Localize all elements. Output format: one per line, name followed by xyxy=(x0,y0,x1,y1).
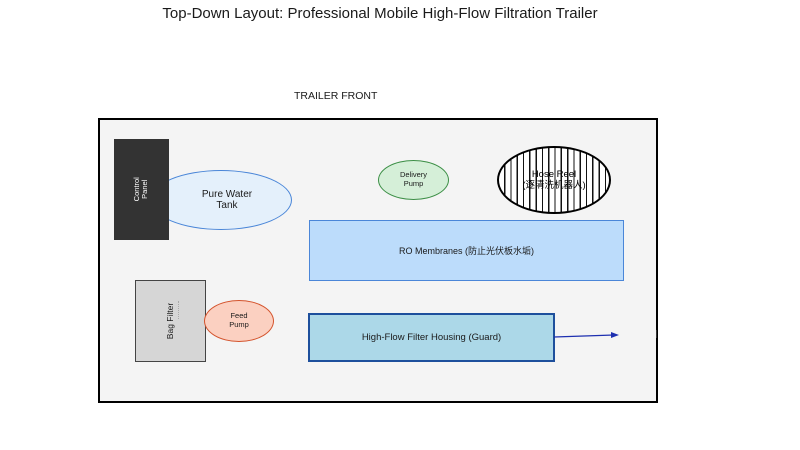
pure-water-tank-label: Pure Water Tank xyxy=(201,189,253,211)
control-panel: Control Panel xyxy=(114,139,169,240)
high-flow-filter-housing: High-Flow Filter Housing (Guard) xyxy=(308,313,555,362)
feed-pump-label: Feed Pump xyxy=(229,311,249,329)
outflow-arrow xyxy=(553,332,619,338)
bag-filter-marker xyxy=(178,301,180,319)
ro-membranes: RO Membranes (防止光伏板水垢) xyxy=(309,220,624,281)
ro-membranes-label: RO Membranes (防止光伏板水垢) xyxy=(398,246,534,256)
trailer-front-label: TRAILER FRONT xyxy=(294,90,378,102)
delivery-pump: Delivery Pump xyxy=(378,160,449,200)
delivery-pump-label: Delivery Pump xyxy=(399,170,428,188)
control-panel-label: Control Panel xyxy=(132,177,150,202)
pure-water-tank: Pure Water Tank xyxy=(150,170,292,230)
outflow-arrow-head xyxy=(611,332,619,338)
hose-reel: Hose Reel (逐清洗机器人) xyxy=(497,146,611,214)
bag-filter-label: Bag Filter xyxy=(165,302,176,340)
feed-pump: Feed Pump xyxy=(204,300,274,342)
high-flow-filter-housing-label: High-Flow Filter Housing (Guard) xyxy=(361,332,502,343)
hose-reel-label: Hose Reel (逐清洗机器人) xyxy=(522,168,586,191)
bag-filter: Bag Filter xyxy=(135,280,206,362)
edge-marker xyxy=(656,330,657,338)
outflow-arrow-line xyxy=(553,334,615,338)
diagram-title: Top-Down Layout: Professional Mobile Hig… xyxy=(162,5,598,22)
